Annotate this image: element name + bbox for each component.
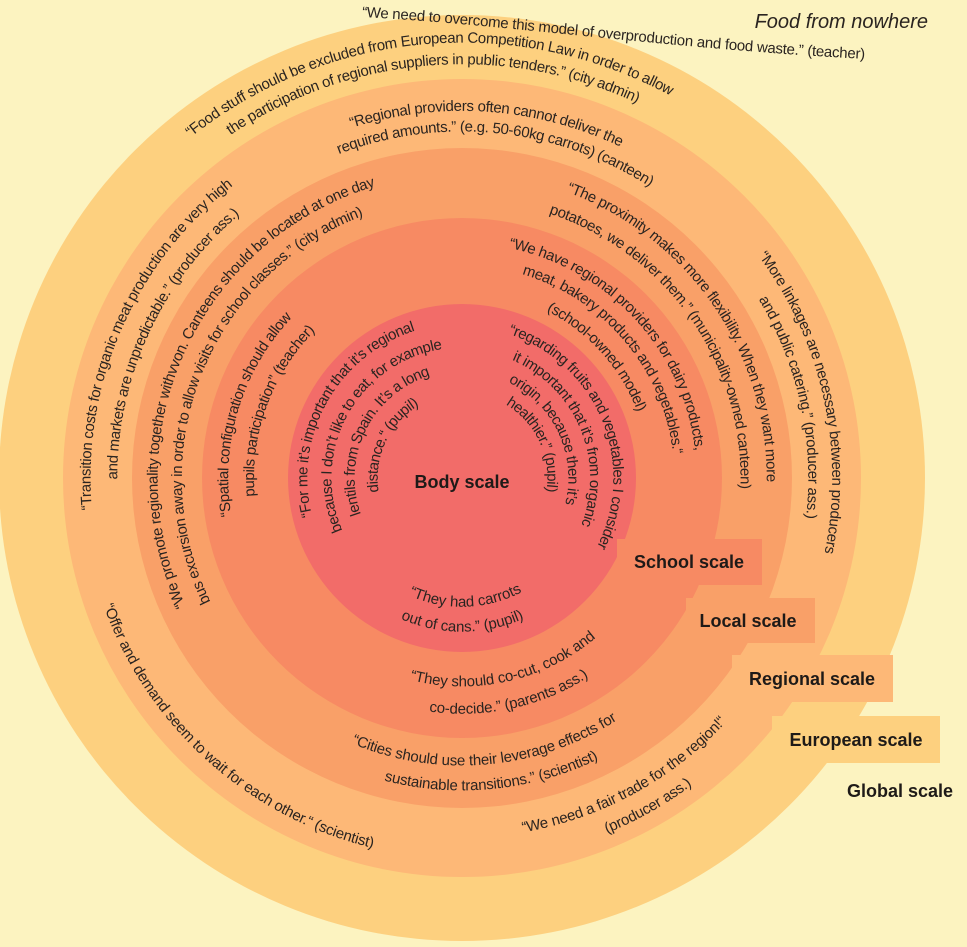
body-scale-label: Body scale — [414, 472, 509, 492]
body-circle — [288, 304, 636, 652]
european-scale-box — [772, 716, 940, 763]
global-scale-label: Global scale — [847, 781, 953, 801]
local-scale-box — [686, 598, 815, 643]
regional-scale-box — [732, 655, 893, 702]
school-scale-label: School scale — [634, 552, 744, 572]
school-scale-box — [617, 539, 762, 585]
regional-scale-label: Regional scale — [749, 669, 875, 689]
european-scale-label: European scale — [789, 730, 922, 750]
diagram-title: Food from nowhere — [755, 11, 928, 33]
local-scale-label: Local scale — [699, 611, 796, 631]
